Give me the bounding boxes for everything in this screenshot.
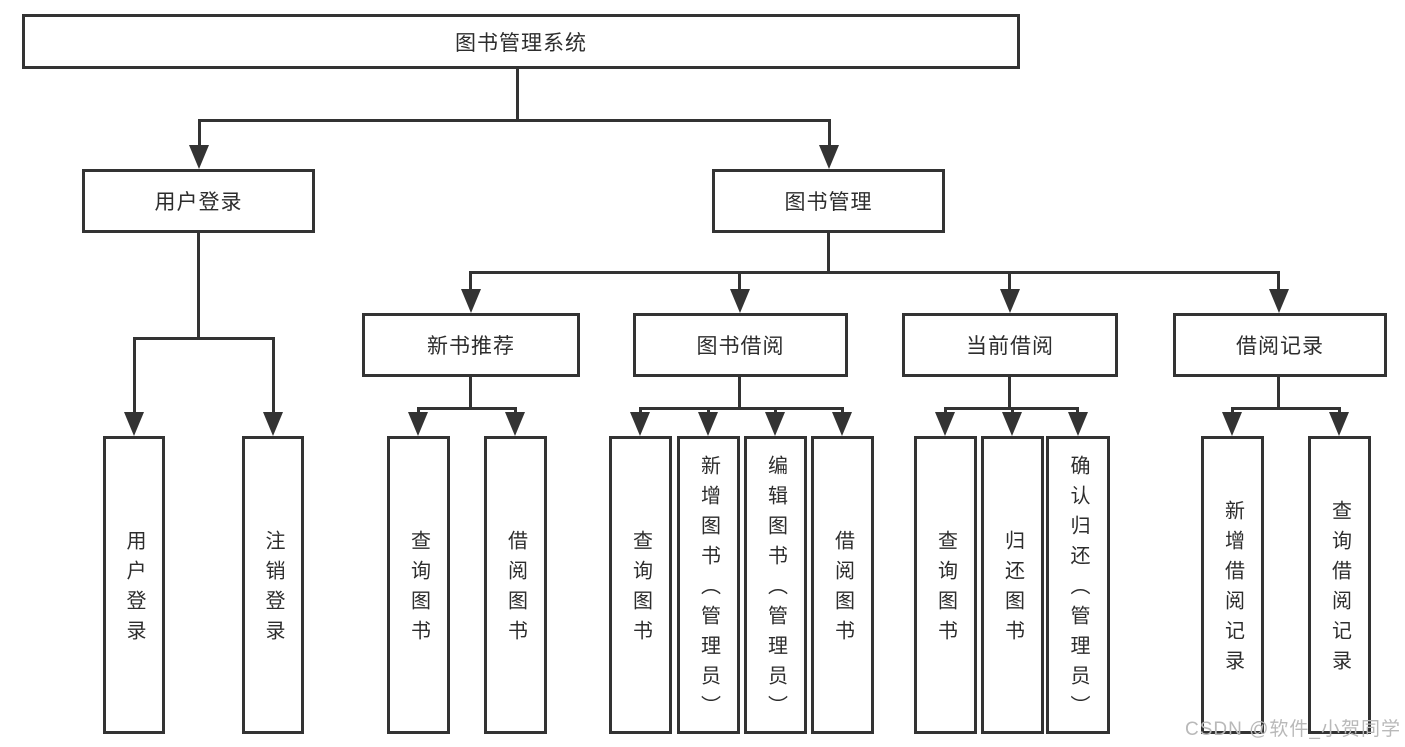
leaf-query-book-3: 查询图书 xyxy=(914,436,977,734)
connector-line xyxy=(707,407,710,415)
arrow-down-icon xyxy=(408,412,428,436)
arrow-down-icon xyxy=(935,412,955,436)
connector-line xyxy=(1076,407,1079,415)
connector-line xyxy=(1008,377,1011,407)
connector-line xyxy=(1277,271,1280,291)
arrow-down-icon xyxy=(263,412,283,436)
leaf-query-book-2-label: 查询图书 xyxy=(629,530,652,650)
node-root: 图书管理系统 xyxy=(22,14,1020,69)
node-book-management: 图书管理 xyxy=(712,169,945,233)
node-book-borrow-label: 图书借阅 xyxy=(696,335,785,358)
leaf-edit-book-admin: 编辑图书（管理员） xyxy=(744,436,807,734)
leaf-add-book-admin: 新增图书（管理员） xyxy=(677,436,740,734)
leaf-query-book-2: 查询图书 xyxy=(609,436,672,734)
arrow-down-icon xyxy=(832,412,852,436)
node-borrow-record: 借阅记录 xyxy=(1173,313,1387,377)
node-current-borrow: 当前借阅 xyxy=(902,313,1118,377)
leaf-confirm-return-admin-label: 确认归还（管理员） xyxy=(1067,455,1089,725)
arrow-down-icon xyxy=(1269,289,1289,313)
node-book-management-label: 图书管理 xyxy=(784,191,873,214)
connector-line xyxy=(1231,407,1341,410)
arrow-down-icon xyxy=(1068,412,1088,436)
arrow-down-icon xyxy=(819,145,839,169)
leaf-add-borrow-record: 新增借阅记录 xyxy=(1201,436,1264,734)
arrow-down-icon xyxy=(730,289,750,313)
connector-line xyxy=(417,407,517,410)
connector-line xyxy=(738,271,741,291)
arrow-down-icon xyxy=(765,412,785,436)
connector-line xyxy=(828,119,831,147)
connector-line xyxy=(417,407,420,415)
leaf-query-book-3-label: 查询图书 xyxy=(934,530,957,650)
csdn-watermark: CSDN @软件_小贺同学 xyxy=(1185,719,1401,740)
arrow-down-icon xyxy=(1329,412,1349,436)
leaf-user-login-label: 用户登录 xyxy=(123,530,145,650)
arrow-down-icon xyxy=(189,145,209,169)
node-user-login: 用户登录 xyxy=(82,169,315,233)
leaf-borrow-book-2-label: 借阅图书 xyxy=(831,530,854,650)
connector-line xyxy=(198,119,201,147)
connector-line xyxy=(516,69,519,119)
leaf-edit-book-admin-label: 编辑图书（管理员） xyxy=(764,455,787,725)
leaf-add-book-admin-label: 新增图书（管理员） xyxy=(697,455,720,725)
leaf-return-book: 归还图书 xyxy=(981,436,1044,734)
leaf-return-book-label: 归还图书 xyxy=(1001,530,1024,650)
leaf-query-borrow-record-label: 查询借阅记录 xyxy=(1328,500,1351,680)
leaf-logout: 注销登录 xyxy=(242,436,304,734)
arrow-down-icon xyxy=(124,412,144,436)
connector-line xyxy=(639,407,642,415)
connector-line xyxy=(197,233,200,337)
connector-line xyxy=(1277,377,1280,407)
node-root-label: 图书管理系统 xyxy=(455,31,587,55)
leaf-borrow-book-1-label: 借阅图书 xyxy=(504,530,527,650)
leaf-add-borrow-record-label: 新增借阅记录 xyxy=(1221,500,1244,680)
connector-line xyxy=(774,407,777,415)
leaf-borrow-book-2: 借阅图书 xyxy=(811,436,874,734)
leaf-query-borrow-record: 查询借阅记录 xyxy=(1308,436,1371,734)
leaf-confirm-return-admin: 确认归还（管理员） xyxy=(1046,436,1110,734)
node-book-borrow: 图书借阅 xyxy=(633,313,848,377)
node-new-book-recommend-label: 新书推荐 xyxy=(427,335,515,358)
leaf-query-book-1: 查询图书 xyxy=(387,436,450,734)
connector-line xyxy=(1011,407,1014,415)
leaf-user-login: 用户登录 xyxy=(103,436,165,734)
arrow-down-icon xyxy=(461,289,481,313)
node-new-book-recommend: 新书推荐 xyxy=(362,313,580,377)
leaf-query-book-1-label: 查询图书 xyxy=(407,530,430,650)
connector-line xyxy=(469,271,1280,274)
arrow-down-icon xyxy=(505,412,525,436)
connector-line xyxy=(944,407,947,415)
arrow-down-icon xyxy=(1002,412,1022,436)
arrow-down-icon xyxy=(698,412,718,436)
leaf-logout-label: 注销登录 xyxy=(262,530,284,650)
node-borrow-record-label: 借阅记录 xyxy=(1236,335,1324,358)
arrow-down-icon xyxy=(1222,412,1242,436)
connector-line xyxy=(469,377,472,407)
leaf-borrow-book-1: 借阅图书 xyxy=(484,436,547,734)
node-user-login-label: 用户登录 xyxy=(154,191,243,214)
connector-line xyxy=(272,337,275,414)
node-current-borrow-label: 当前借阅 xyxy=(966,335,1054,358)
connector-line xyxy=(133,337,136,414)
connector-line xyxy=(827,232,830,271)
connector-line xyxy=(1338,407,1341,415)
arrow-down-icon xyxy=(1000,289,1020,313)
connector-line xyxy=(841,407,844,415)
connector-line xyxy=(469,271,472,291)
connector-line xyxy=(198,119,831,122)
connector-line xyxy=(738,377,741,407)
connector-line xyxy=(639,407,844,410)
connector-line xyxy=(1231,407,1234,415)
connector-line xyxy=(514,407,517,415)
arrow-down-icon xyxy=(630,412,650,436)
connector-line xyxy=(1008,271,1011,291)
connector-line xyxy=(133,337,275,340)
